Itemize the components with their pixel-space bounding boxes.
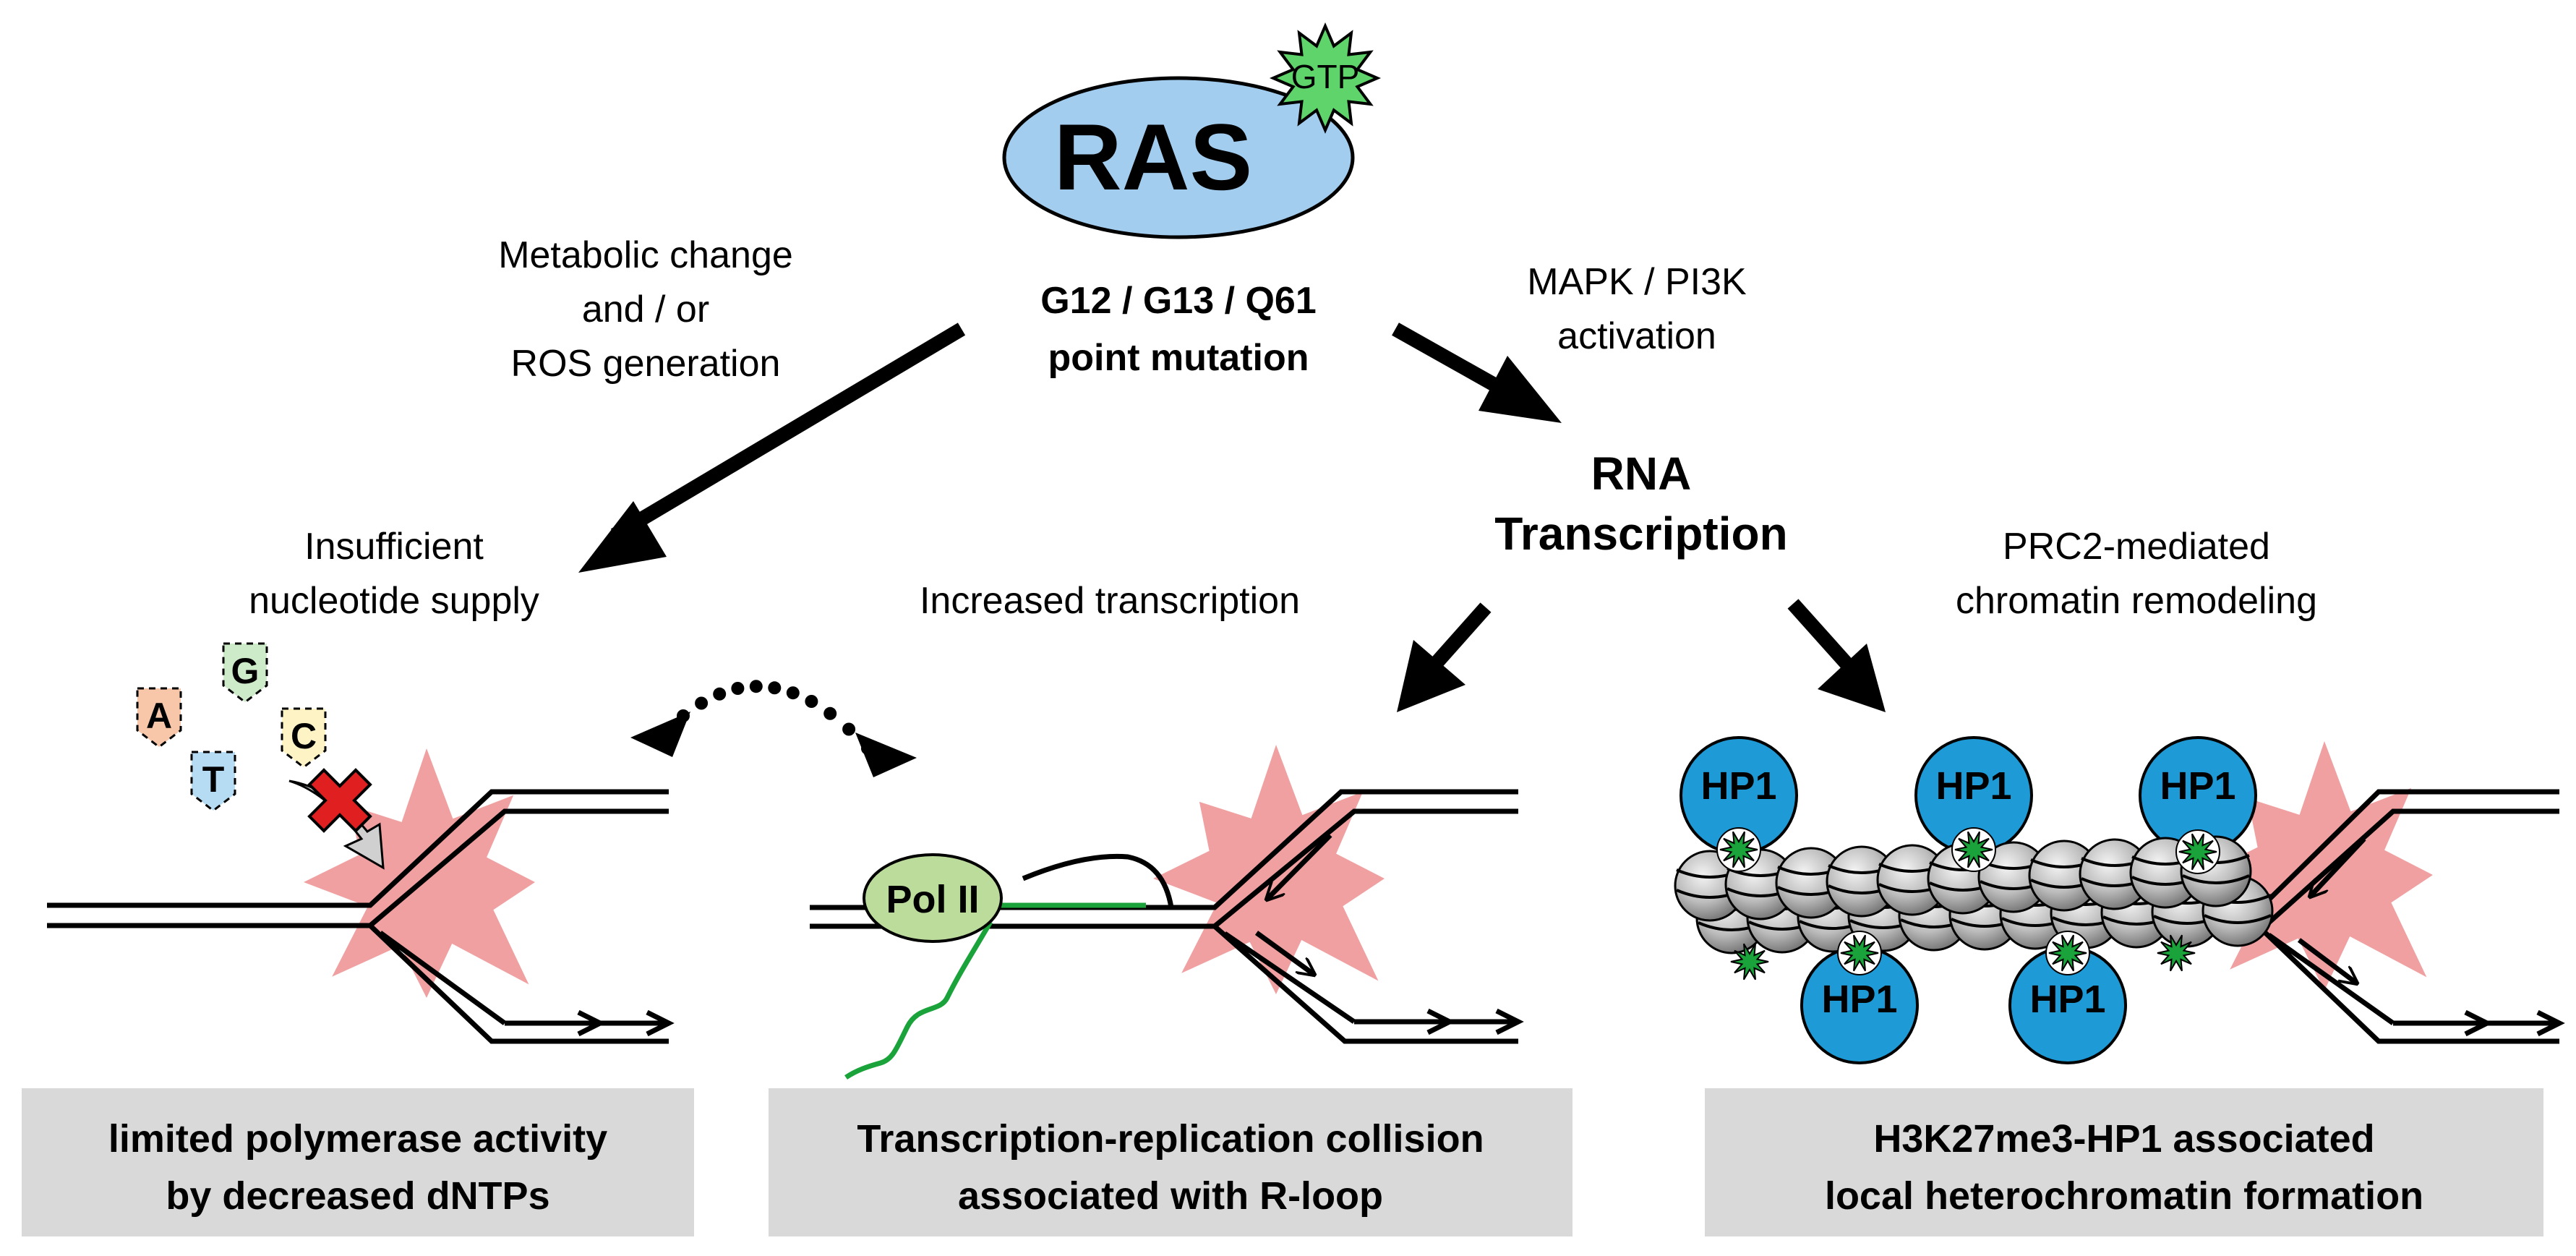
svg-text:local heterochromatin formatio: local heterochromatin formation [1825, 1174, 2423, 1218]
dotted-arrow-left-head [630, 712, 690, 757]
nucleotide-G: G [222, 642, 268, 704]
h3k27me3-mark [2175, 829, 2220, 874]
svg-text:HP1: HP1 [2160, 764, 2235, 808]
ras-ellipse [1002, 76, 1355, 239]
red-x-icon [307, 768, 372, 833]
ras-node: RAS GTP G12 / G13 / Q61 point mutation [1002, 22, 1382, 379]
arrow-chromatin-head [1818, 644, 1886, 712]
panel-left-fork: A G C T [47, 642, 675, 1044]
rloop-displaced-strand [1022, 853, 1174, 908]
svg-text:limited polymerase activity: limited polymerase activity [108, 1117, 607, 1161]
dotted-arc-dot [695, 696, 709, 710]
nucleotide-T: T [190, 751, 236, 812]
hp1-top-3: HP1 [2139, 736, 2257, 855]
svg-text:MAPK / PI3K: MAPK / PI3K [1527, 261, 1747, 303]
arrow-chromatin-shaft [1787, 599, 1860, 678]
stress-starburst-middle [1153, 745, 1385, 994]
ras-mutation-line1: G12 / G13 / Q61 [1040, 280, 1317, 322]
prc2-line2: chromatin remodeling [1956, 580, 2317, 622]
h3k27me3-mark [1716, 827, 1761, 872]
h3k27me3-mark [2045, 931, 2090, 975]
rna-transcription-label: RNA Transcription [1494, 448, 1787, 560]
nucleotide-A: A [136, 687, 182, 748]
fork-mid-bottom-strands [1212, 924, 1518, 1044]
hp1-bottom-1: HP1 [1800, 946, 1919, 1064]
dotted-arc-dot [823, 706, 837, 720]
svg-text:Metabolic change: Metabolic change [498, 234, 793, 276]
hp1-top-1: HP1 [1679, 736, 1798, 855]
fork-right-top-strands [2254, 789, 2559, 931]
insufficient-line1: Insufficient [304, 526, 484, 568]
panel-middle-collision: Pol II [810, 745, 1524, 1080]
prc2-line1: PRC2-mediated [2003, 526, 2270, 568]
main-arrows [578, 322, 1886, 712]
dotted-arc-dot [842, 722, 856, 736]
fork-left-nascent-arrow-2 [646, 1009, 675, 1037]
dotted-arc-dot [786, 686, 800, 700]
gtp-starburst [1269, 22, 1382, 134]
dotted-double-arrow [630, 680, 917, 777]
dotted-arc-dot [861, 742, 874, 755]
svg-text:HP1: HP1 [1700, 764, 1776, 808]
arrow-left-head [578, 501, 667, 573]
arrow-right-shaft [1392, 322, 1515, 401]
svg-text:C: C [291, 716, 317, 756]
nucleosome-chain [1674, 835, 2274, 954]
dotted-arc-dot [805, 695, 818, 708]
pol2-ellipse [863, 853, 1003, 943]
svg-text:G: G [231, 651, 260, 691]
panel-right-heterochromatin: HP1 HP1 HP1 HP1 HP1 [1674, 736, 2565, 1064]
dotted-arrow-right-head [855, 732, 917, 777]
svg-text:activation: activation [1557, 315, 1716, 357]
pol2-label: Pol II [886, 878, 979, 921]
summary-box-middle: Transcription-replication collision asso… [769, 1088, 1572, 1236]
insufficient-line2: nucleotide supply [249, 580, 539, 622]
svg-text:RNA: RNA [1591, 448, 1692, 500]
fork-left-nascent-arrow-1 [577, 1009, 606, 1037]
h3k27me3-mark [1837, 931, 1882, 975]
svg-text:A: A [146, 696, 172, 736]
svg-text:T: T [202, 759, 225, 800]
dotted-arc-dot [677, 709, 690, 722]
fork-right-bottom-strands [2259, 927, 2559, 1044]
methyl-marks [1716, 827, 2220, 981]
svg-text:H3K27me3-HP1 associated: H3K27me3-HP1 associated [1873, 1117, 2374, 1161]
svg-text:ROS generation: ROS generation [511, 343, 781, 385]
ras-label: RAS [1054, 104, 1252, 210]
svg-text:HP1: HP1 [1935, 764, 2011, 808]
increased-transcription-label: Increased transcription [920, 580, 1300, 622]
svg-text:HP1: HP1 [1821, 978, 1897, 1021]
h3k27me3-mark [2157, 934, 2196, 972]
svg-text:associated with R-loop: associated with R-loop [958, 1174, 1383, 1218]
svg-text:and / or: and / or [582, 289, 709, 330]
hp1-top-2: HP1 [1914, 736, 2033, 855]
nucleotide-C: C [281, 707, 327, 769]
svg-text:HP1: HP1 [2029, 978, 2105, 1021]
svg-text:Transcription: Transcription [1494, 508, 1787, 560]
arrow-left-shaft [610, 322, 966, 542]
arrow-mid-head [1397, 640, 1465, 712]
fork-left-bottom-strands [368, 923, 669, 1044]
left-path-label: Metabolic change and / or ROS generation [498, 234, 793, 385]
svg-text:Transcription-replication coll: Transcription-replication collision [857, 1117, 1484, 1161]
fork-left-top-strands [47, 789, 669, 928]
right-path-label: MAPK / PI3K activation [1527, 261, 1747, 357]
arrow-right-head [1479, 356, 1562, 423]
nascent-rna [844, 920, 993, 1080]
dotted-arc-dot [768, 681, 782, 695]
dotted-arc-dot [713, 687, 727, 701]
summary-box-right: H3K27me3-HP1 associated local heterochro… [1705, 1088, 2543, 1236]
svg-text:by decreased dNTPs: by decreased dNTPs [166, 1174, 549, 1218]
h3k27me3-mark [1951, 827, 1996, 872]
summary-box-left: limited polymerase activity by decreased… [22, 1088, 694, 1236]
dotted-arc-dot [749, 680, 763, 693]
hp1-bottom-2: HP1 [2008, 946, 2127, 1064]
gtp-label: GTP [1291, 58, 1360, 95]
h3k27me3-mark [1730, 943, 1769, 981]
dotted-arc-dot [731, 682, 745, 695]
ras-mutation-line2: point mutation [1048, 337, 1309, 379]
